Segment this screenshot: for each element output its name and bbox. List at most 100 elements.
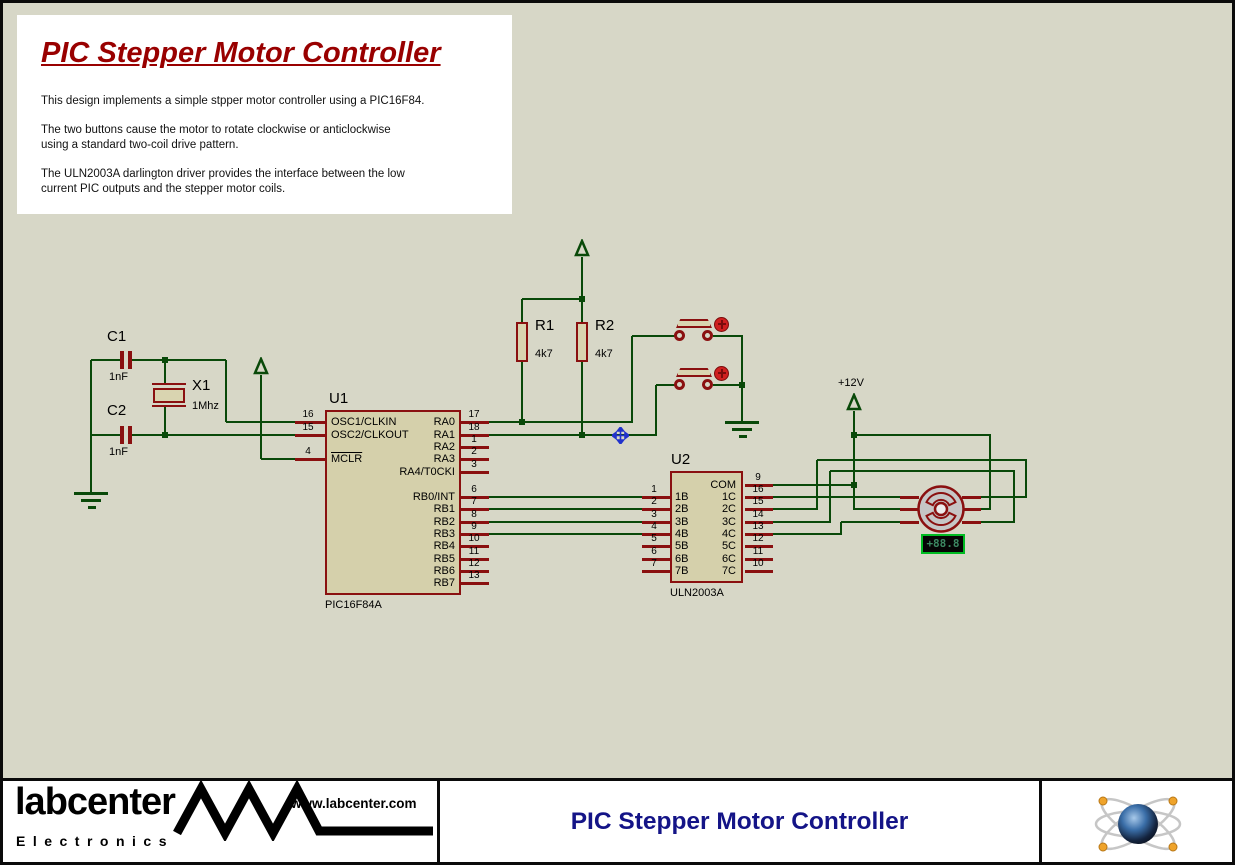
pin-stub [461,420,489,424]
pin-number: 8 [471,509,477,520]
pin-number: 15 [752,496,764,507]
crystal-plate [152,405,186,407]
c2-plate[interactable] [128,426,132,444]
button2-terminal [702,379,713,390]
crystal-x1[interactable] [153,388,185,403]
pin-stub [642,557,670,561]
wire-segment [1025,460,1027,498]
pin-stub [745,557,773,561]
junction-dot [162,432,168,438]
pin-number: 2 [651,496,657,507]
pin-name-mclr: MCLR [331,453,363,465]
wire-segment [225,360,227,422]
pin-name: RB7 [433,577,455,589]
button1-actuator[interactable] [714,317,729,332]
pin-number: 13 [468,570,480,581]
c1-plate[interactable] [120,351,124,369]
description-line: using a standard two-coil drive pattern. [41,139,239,151]
wire-segment [830,470,1015,472]
pin-name: OSC2/CLKOUT [331,429,409,441]
wire-segment [713,335,743,337]
c1-ref[interactable]: C1 [107,328,127,345]
electronics-text: Electronics [16,833,174,849]
pin-number: 1 [471,434,477,445]
wire-segment [581,257,583,299]
pin-stub [295,457,325,461]
pin-stub [900,507,919,511]
pin-name: RB2 [433,516,455,528]
pin-name: 2C [721,503,736,515]
junction-dot [739,382,745,388]
x1-ref[interactable]: X1 [192,377,211,394]
pin-name: RA0 [433,416,455,428]
c2-plate[interactable] [120,426,124,444]
pin-stub [461,557,489,561]
c1-value: 1nF [109,371,128,383]
footer-title-section: PIC Stepper Motor Controller [440,781,1039,862]
pin-name: 7C [721,565,736,577]
button2-terminal [674,379,685,390]
wire-layer [3,3,1232,862]
pin-name: RB5 [433,553,455,565]
wire-segment [854,508,901,510]
wire-segment [260,375,262,459]
c2-ref[interactable]: C2 [107,402,127,419]
wire-segment [981,508,991,510]
button1-terminal [674,330,685,341]
wire-segment [581,299,583,323]
pin-name: 3B [675,516,689,528]
pin-stub [461,470,489,474]
pin-name: 7B [675,565,689,577]
wire-segment [741,336,743,422]
chip-u1-pic16f84a[interactable] [325,410,461,595]
pin-stub [642,569,670,573]
chip-u2-uln2003a[interactable] [670,471,743,583]
motor-angle-display: +88.8 [921,534,965,554]
pin-number: 4 [305,446,311,457]
junction-dot [162,357,168,363]
x1-value: 1Mhz [192,400,219,412]
pin-number: 4 [651,521,657,532]
power-net-label: +12V [838,377,864,389]
wire-segment [854,434,991,436]
pin-number: 10 [752,558,764,569]
wire-segment [91,359,121,361]
u2-value: ULN2003A [670,587,724,599]
wire-segment [773,521,831,523]
pin-number: 17 [468,409,480,420]
wire-segment [489,533,643,535]
junction-dot [851,432,857,438]
pin-number: 16 [302,409,314,420]
pin-stub [461,457,489,461]
pin-name: COM [710,479,736,491]
wire-segment [521,361,523,422]
junction-dot [579,432,585,438]
pin-number: 10 [468,533,480,544]
power-arrow-icon [253,357,269,375]
resistor-r1[interactable] [516,322,528,362]
pin-stub [461,532,489,536]
pin-name: 4B [675,528,689,540]
resistor-r2[interactable] [576,322,588,362]
stepper-motor[interactable] [911,479,971,539]
pin-stub [295,420,325,424]
pin-number: 14 [752,509,764,520]
pin-number: 6 [651,546,657,557]
title-block: PIC Stepper Motor Controller This design… [17,15,512,214]
wire-segment [521,299,523,323]
c1-plate[interactable] [128,351,132,369]
pin-name: 4C [721,528,736,540]
wire-segment [841,521,901,523]
pin-stub [461,520,489,524]
pin-stub [962,507,981,511]
pin-number: 3 [651,509,657,520]
pin-stub [295,433,325,437]
pin-stub [461,445,489,449]
pin-stub [461,507,489,511]
u1-ref: U1 [329,390,349,407]
pin-stub [642,495,670,499]
wire-segment [829,471,831,523]
pin-stub [461,544,489,548]
button2-actuator[interactable] [714,366,729,381]
wire-segment [853,411,855,510]
